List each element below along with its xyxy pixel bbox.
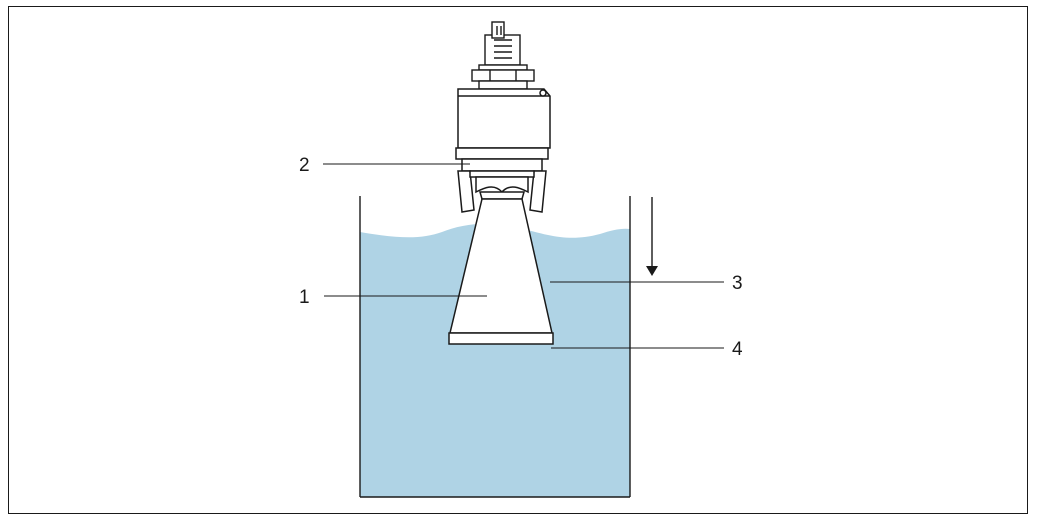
horn-antenna xyxy=(448,198,554,345)
callout-label-3: 3 xyxy=(732,273,743,294)
level-arrow xyxy=(646,197,658,276)
process-connection xyxy=(457,170,547,213)
callout-lines xyxy=(323,163,724,349)
callout-label-2: 2 xyxy=(299,155,310,176)
sensor-housing xyxy=(455,88,551,172)
tank-walls xyxy=(359,196,631,498)
tank-liquid xyxy=(360,223,630,497)
callout-label-4: 4 xyxy=(732,339,743,360)
thread-nut xyxy=(471,64,535,90)
figure-frame xyxy=(8,6,1028,514)
cable-connector xyxy=(484,21,521,66)
callout-label-1: 1 xyxy=(299,287,310,308)
